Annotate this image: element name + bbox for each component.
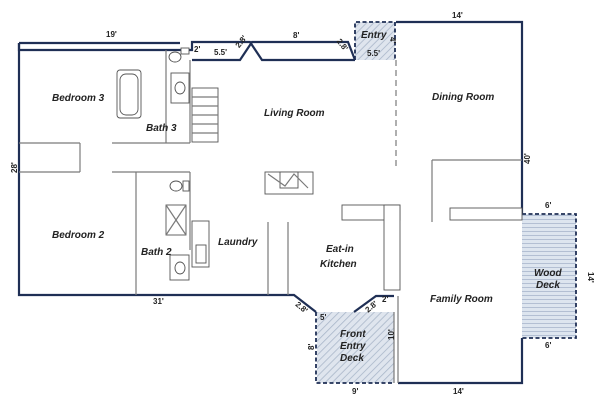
room-front-deck-line3: Deck xyxy=(340,353,364,364)
room-kitchen-line2: Kitchen xyxy=(320,259,357,270)
dim-diag-bottom-left: 2.8' xyxy=(294,300,310,315)
dim-deck-left: 8' xyxy=(307,344,316,350)
room-wood-deck-line1: Wood xyxy=(534,268,562,279)
room-family-room: Family Room xyxy=(430,294,493,305)
dim-entry-bottom: 5.5' xyxy=(367,49,380,58)
dim-right-side: 40' xyxy=(523,153,532,164)
room-dining-room: Dining Room xyxy=(432,92,494,103)
dim-wood-top: 6' xyxy=(545,201,551,210)
front-entry-deck xyxy=(315,312,395,384)
dim-deck-top: 5' xyxy=(320,313,326,322)
dim-deck-right: 10' xyxy=(387,329,396,340)
dim-bay-diag-left: 2.8' xyxy=(234,34,249,50)
dim-wood-side: 14' xyxy=(586,272,595,283)
room-laundry: Laundry xyxy=(218,237,258,248)
room-front-deck-line2: Entry xyxy=(340,341,366,352)
room-kitchen-line1: Eat-in xyxy=(326,244,354,255)
interior-walls xyxy=(19,50,523,383)
room-bath-2: Bath 2 xyxy=(141,247,172,258)
dim-entry-side: 4' xyxy=(388,37,397,43)
room-entry: Entry xyxy=(361,30,387,41)
room-front-deck-line1: Front xyxy=(340,329,366,340)
entry-area xyxy=(354,21,396,60)
dim-wood-bottom: 6' xyxy=(545,341,551,350)
dim-small-b: 2' xyxy=(382,295,388,304)
dim-left-side: 28' xyxy=(10,162,19,173)
dim-bottom-left: 31' xyxy=(153,297,164,306)
dim-bottom-right: 14' xyxy=(453,387,464,396)
room-bedroom-3: Bedroom 3 xyxy=(52,93,105,104)
dim-deck-bottom: 9' xyxy=(352,387,358,396)
room-bedroom-2: Bedroom 2 xyxy=(52,230,105,241)
dim-top-left: 19' xyxy=(106,30,117,39)
dim-small-a: 2' xyxy=(194,45,200,54)
exterior-walls xyxy=(17,20,524,385)
room-bath-3: Bath 3 xyxy=(146,123,177,134)
dim-bay-left: 5.5' xyxy=(214,48,227,57)
dim-bay-top: 8' xyxy=(293,31,299,40)
room-wood-deck-line2: Deck xyxy=(536,280,560,291)
dim-top-right: 14' xyxy=(452,11,463,20)
wood-deck xyxy=(522,213,577,339)
fixtures xyxy=(116,47,314,281)
room-living-room: Living Room xyxy=(264,108,325,119)
dim-bay-diag-right: 2.8' xyxy=(335,37,350,53)
